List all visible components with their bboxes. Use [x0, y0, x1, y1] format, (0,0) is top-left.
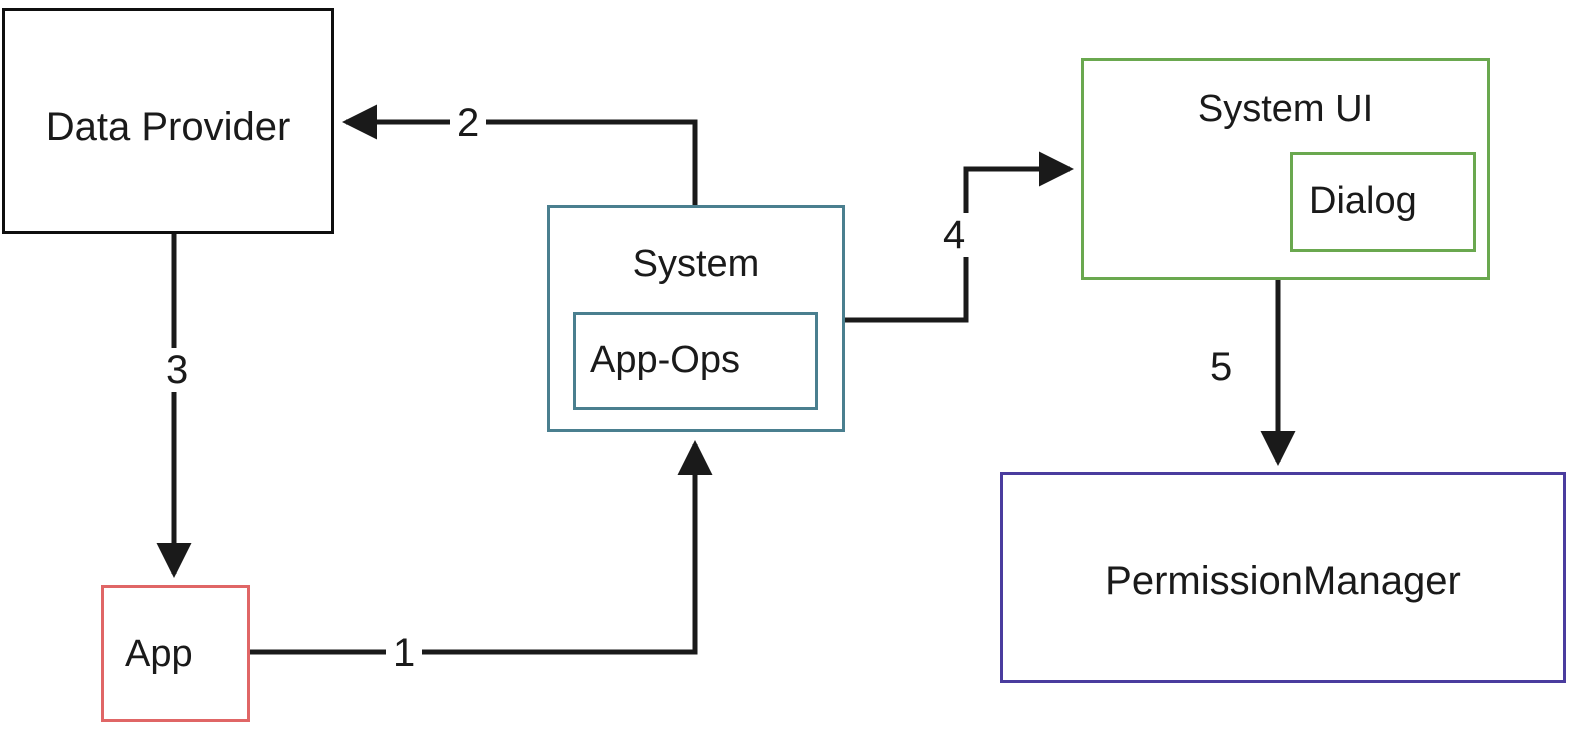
edge-label-1: 1 [386, 631, 423, 675]
edge-label-4: 4 [936, 213, 973, 257]
node-dialog-label: Dialog [1309, 180, 1417, 222]
node-dialog[interactable]: Dialog [1290, 152, 1476, 252]
edge-label-5: 5 [1203, 345, 1240, 389]
node-app-ops[interactable]: App-Ops [573, 312, 818, 410]
node-permission-manager[interactable]: PermissionManager [1000, 472, 1566, 683]
node-app[interactable]: App [101, 585, 250, 722]
node-system-label: System [632, 243, 760, 285]
edge-label-2: 2 [450, 101, 487, 145]
node-system-ui[interactable]: System UI Dialog [1081, 58, 1490, 280]
node-system[interactable]: System App-Ops [547, 205, 845, 432]
node-app-ops-label: App-Ops [590, 339, 740, 381]
edge-2-path [341, 104, 698, 205]
node-data-provider-label: Data Provider [45, 105, 291, 149]
edge-label-3: 3 [159, 348, 196, 392]
node-system-ui-label: System UI [1197, 88, 1374, 130]
node-permission-manager-label: PermissionManager [1105, 559, 1461, 603]
node-app-label: App [125, 633, 193, 675]
node-data-provider[interactable]: Data Provider [2, 8, 334, 234]
edge-1-path [250, 439, 713, 655]
